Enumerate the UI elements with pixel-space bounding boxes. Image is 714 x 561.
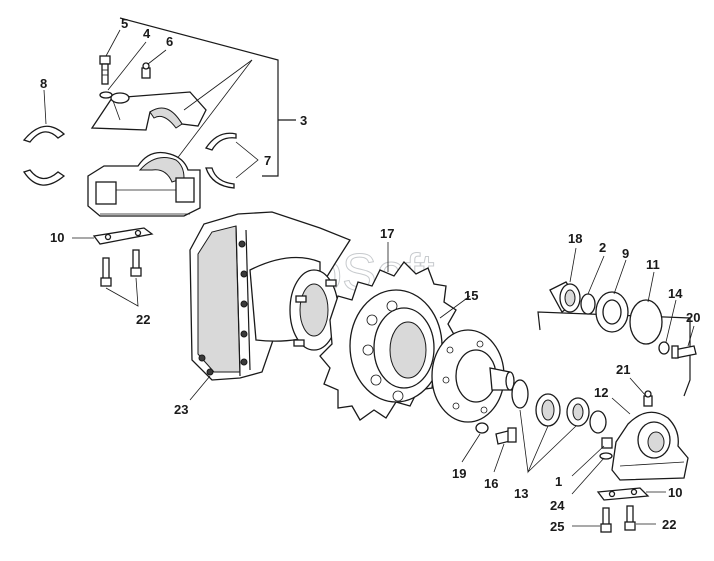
leader-4 — [107, 41, 147, 91]
snap-ring-19 — [475, 422, 489, 434]
label-10-upper: 10 — [50, 230, 64, 245]
label-11: 11 — [646, 257, 660, 272]
leader-23 — [189, 375, 211, 401]
bearing-base-lower — [87, 151, 201, 217]
ring-7 — [204, 132, 237, 189]
group-right-bracket — [537, 311, 691, 397]
washer-14 — [658, 341, 670, 355]
grease-nipple-6 — [141, 62, 151, 79]
label-3: 3 — [300, 113, 307, 128]
bolt-22-lower — [624, 505, 636, 531]
bolt-20 — [671, 345, 697, 359]
group-3-bracket — [119, 17, 279, 177]
shim-plate-10-upper — [92, 227, 154, 245]
leader-22-upper — [105, 277, 139, 307]
bearing-cap-upper — [90, 91, 207, 131]
label-8: 8 — [40, 76, 47, 91]
leader-19 — [461, 433, 481, 463]
label-9: 9 — [622, 246, 629, 261]
label-21: 21 — [616, 362, 630, 377]
leader-1 — [571, 445, 605, 477]
label-19: 19 — [452, 466, 466, 481]
label-18: 18 — [568, 231, 582, 246]
support-bracket-12 — [611, 411, 689, 481]
label-6: 6 — [166, 34, 173, 49]
label-7: 7 — [264, 153, 271, 168]
label-17: 17 — [380, 226, 394, 241]
leader-14 — [665, 299, 677, 343]
label-23: 23 — [174, 402, 188, 417]
gasket-9 — [595, 291, 629, 333]
leader-3-cap — [183, 59, 253, 111]
label-20: 20 — [686, 310, 700, 325]
label-10-lower: 10 — [668, 485, 682, 500]
leader-15 — [439, 295, 471, 319]
label-12: 12 — [594, 385, 608, 400]
nut-1 — [599, 437, 613, 460]
label-2: 2 — [599, 240, 606, 255]
label-25: 25 — [550, 519, 564, 534]
shim-plate-10-lower — [596, 487, 650, 501]
leader-9 — [613, 259, 627, 295]
sprocket-17 — [319, 260, 457, 421]
leader-7 — [235, 141, 259, 179]
leader-11 — [647, 271, 655, 303]
bolt-25 — [600, 507, 612, 533]
split-ring-8 — [22, 125, 66, 186]
leader-16 — [493, 443, 505, 473]
hub-15 — [431, 329, 515, 423]
label-5: 5 — [121, 16, 128, 31]
label-4: 4 — [143, 26, 151, 41]
bearings-13 — [511, 379, 607, 434]
leader-13 — [519, 409, 577, 474]
cover-11 — [629, 299, 663, 345]
label-22-upper: 22 — [136, 312, 150, 327]
label-15: 15 — [464, 288, 478, 303]
label-24: 24 — [550, 498, 565, 513]
grease-nipple-21 — [643, 390, 653, 407]
leader-2 — [587, 255, 605, 295]
seal-18 — [549, 281, 581, 313]
snap-ring-2 — [580, 293, 596, 315]
leader-8 — [43, 89, 47, 125]
label-14: 14 — [668, 286, 683, 301]
leader-6 — [147, 49, 167, 65]
leader-21 — [629, 377, 647, 397]
leader-24 — [571, 457, 605, 495]
label-22-lower: 22 — [662, 517, 676, 532]
label-16: 16 — [484, 476, 498, 491]
bolt-16 — [495, 427, 517, 445]
washer-4 — [99, 91, 113, 99]
final-drive-housing-23 — [189, 211, 351, 381]
leader-5 — [105, 29, 121, 57]
label-1: 1 — [555, 474, 562, 489]
leader-12 — [611, 397, 631, 415]
leader-20 — [687, 325, 695, 347]
leader-3-base — [175, 59, 253, 161]
bolt-5 — [99, 55, 111, 85]
leader-18 — [569, 247, 577, 283]
label-13: 13 — [514, 486, 528, 501]
bolts-22-upper — [100, 249, 142, 287]
